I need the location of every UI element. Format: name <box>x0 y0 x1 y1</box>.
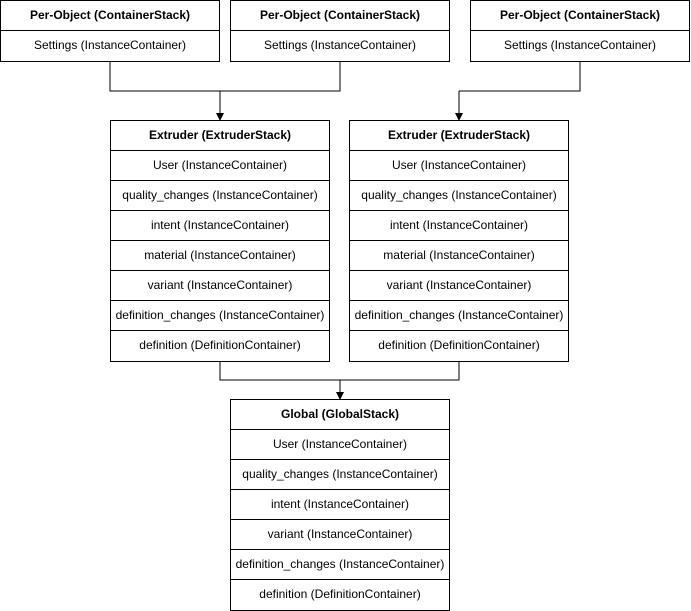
connector-per-object-2 <box>220 61 341 92</box>
connector-per-object-1 <box>109 61 220 92</box>
container-item: definition_changes (InstanceContainer) <box>231 550 449 580</box>
stack-title: Global (GlobalStack) <box>231 400 449 430</box>
extruder-stack-1: Extruder (ExtruderStack) User (InstanceC… <box>110 120 330 362</box>
container-item: material (InstanceContainer) <box>350 241 568 271</box>
container-item: variant (InstanceContainer) <box>111 271 329 301</box>
container-item: definition_changes (InstanceContainer) <box>350 301 568 331</box>
stack-title: Per-Object (ContainerStack) <box>231 1 449 31</box>
connector-extruder-2 <box>340 361 460 381</box>
container-item: Settings (InstanceContainer) <box>503 38 657 52</box>
container-item: Settings (InstanceContainer) <box>263 38 417 52</box>
extruder-stack-2: Extruder (ExtruderStack) User (InstanceC… <box>349 120 569 362</box>
connector-extruder-1 <box>219 361 340 381</box>
container-item: definition (DefinitionContainer) <box>139 338 301 352</box>
per-object-stack-1: Per-Object (ContainerStack) Settings (In… <box>0 0 220 62</box>
container-item: User (InstanceContainer) <box>231 430 449 460</box>
container-item: User (InstanceContainer) <box>111 151 329 181</box>
stack-title: Per-Object (ContainerStack) <box>471 1 689 31</box>
container-item: User (InstanceContainer) <box>350 151 568 181</box>
container-item: material (InstanceContainer) <box>111 241 329 271</box>
container-item: intent (InstanceContainer) <box>111 211 329 241</box>
stack-title: Extruder (ExtruderStack) <box>350 121 568 151</box>
container-item: Settings (InstanceContainer) <box>33 38 187 52</box>
stack-title: Extruder (ExtruderStack) <box>111 121 329 151</box>
container-item: intent (InstanceContainer) <box>350 211 568 241</box>
container-item: variant (InstanceContainer) <box>350 271 568 301</box>
container-item: intent (InstanceContainer) <box>231 490 449 520</box>
container-item: definition_changes (InstanceContainer) <box>111 301 329 331</box>
container-item: definition (DefinitionContainer) <box>378 338 540 352</box>
container-item: quality_changes (InstanceContainer) <box>231 460 449 490</box>
global-stack: Global (GlobalStack) User (InstanceConta… <box>230 399 450 611</box>
per-object-stack-2: Per-Object (ContainerStack) Settings (In… <box>230 0 450 62</box>
container-item: quality_changes (InstanceContainer) <box>111 181 329 211</box>
container-item: variant (InstanceContainer) <box>231 520 449 550</box>
container-item: definition (DefinitionContainer) <box>259 587 421 601</box>
connector-per-object-3 <box>459 61 581 92</box>
per-object-stack-3: Per-Object (ContainerStack) Settings (In… <box>470 0 690 62</box>
container-item: quality_changes (InstanceContainer) <box>350 181 568 211</box>
stack-title: Per-Object (ContainerStack) <box>1 1 219 31</box>
